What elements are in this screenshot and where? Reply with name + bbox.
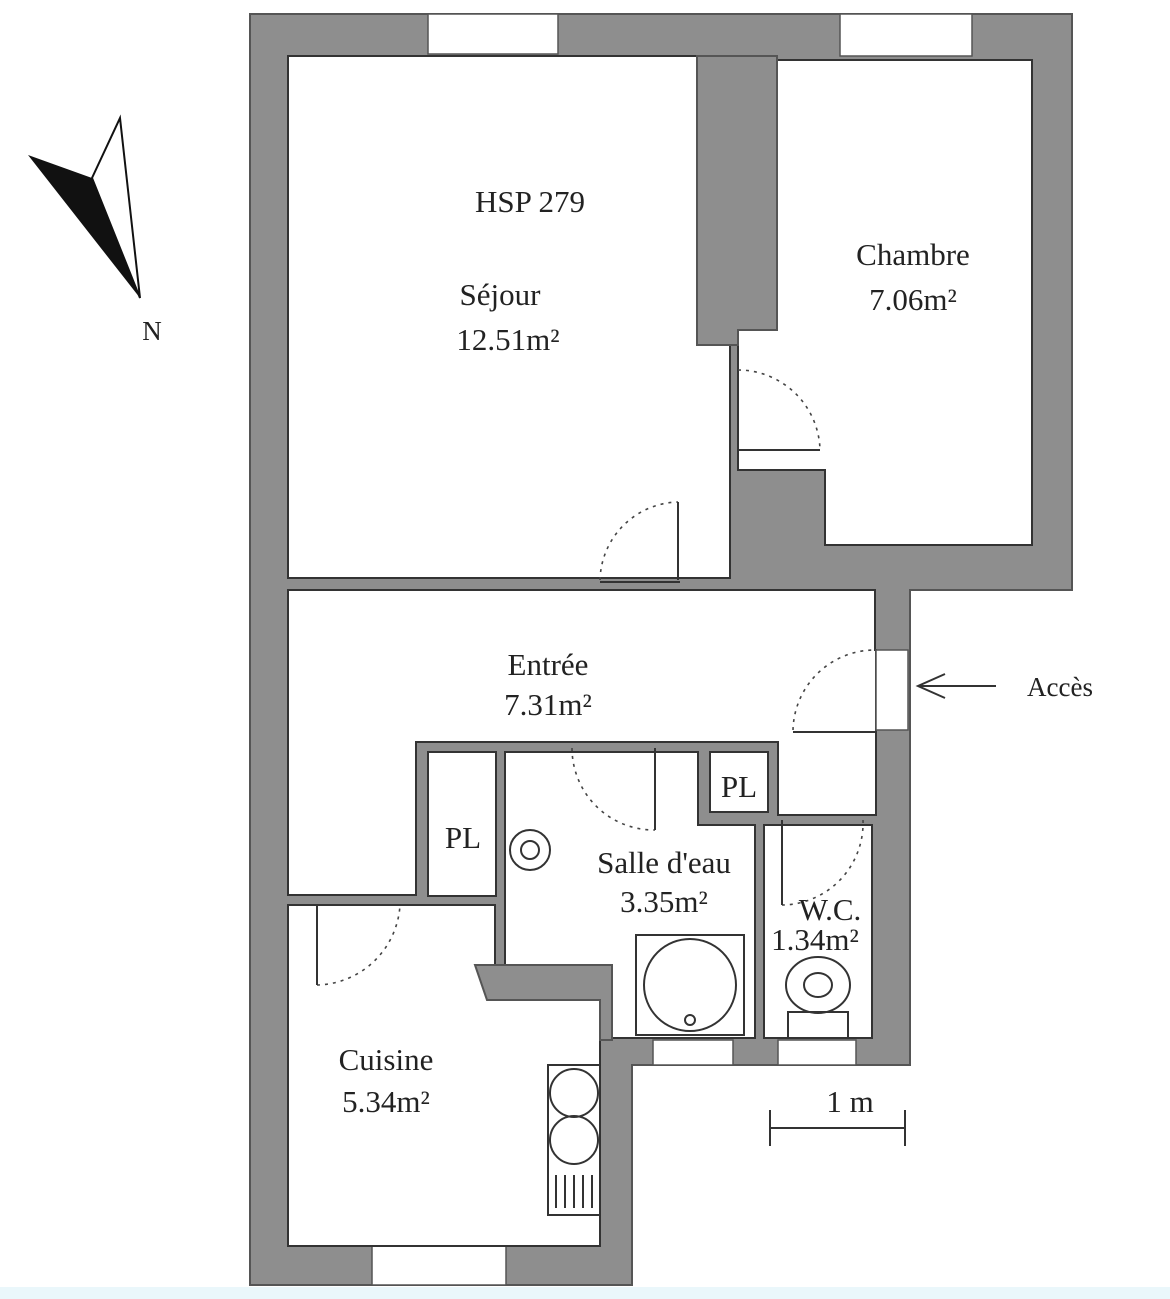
access-arrow-icon	[915, 673, 996, 699]
compass-icon	[28, 114, 141, 299]
compass-label: N	[142, 316, 162, 346]
placard-left	[427, 751, 497, 897]
wall-stub-cuisine	[473, 964, 613, 1041]
placard-left-label: PL	[445, 820, 481, 855]
door-chambre	[737, 369, 821, 451]
salle-eau-name: Salle d'eau	[597, 845, 731, 880]
plan-code: HSP 279	[475, 184, 585, 219]
placard-right	[709, 751, 769, 813]
wc-area: 1.34m²	[771, 922, 859, 957]
window-chambre	[839, 13, 973, 57]
room-sejour	[287, 55, 731, 579]
washbasin	[509, 829, 551, 871]
room-entree	[287, 589, 877, 896]
entree-area: 7.31m²	[504, 687, 592, 722]
access-label: Accès	[1027, 672, 1093, 702]
wall-notch	[696, 55, 778, 346]
window-wc	[777, 1039, 857, 1066]
window-cuisine	[371, 1245, 507, 1286]
placard-right-label: PL	[721, 769, 757, 804]
chambre-name: Chambre	[856, 237, 970, 272]
cuisine-area: 5.34m²	[342, 1084, 430, 1119]
shower	[635, 934, 745, 1036]
wc-name: W.C.	[799, 892, 862, 927]
door-wc	[781, 819, 864, 906]
bottom-strip	[0, 1287, 1170, 1299]
window-salle-eau	[652, 1039, 734, 1066]
door-cuisine	[316, 904, 401, 986]
scale-bar	[769, 1110, 906, 1146]
sejour-area: 12.51m²	[456, 322, 559, 357]
door-sejour	[599, 501, 679, 581]
cuisine-name: Cuisine	[339, 1042, 434, 1077]
sejour-name: Séjour	[460, 277, 542, 312]
entree-name: Entrée	[508, 647, 589, 682]
salle-eau-area: 3.35m²	[620, 884, 708, 919]
scale-label: 1 m	[826, 1084, 873, 1119]
entrance-opening	[875, 649, 909, 731]
door-salle-eau	[571, 747, 656, 831]
chambre-area: 7.06m²	[869, 282, 957, 317]
cooktop	[547, 1064, 601, 1216]
window-sejour	[427, 13, 559, 55]
door-entrance	[792, 649, 877, 731]
